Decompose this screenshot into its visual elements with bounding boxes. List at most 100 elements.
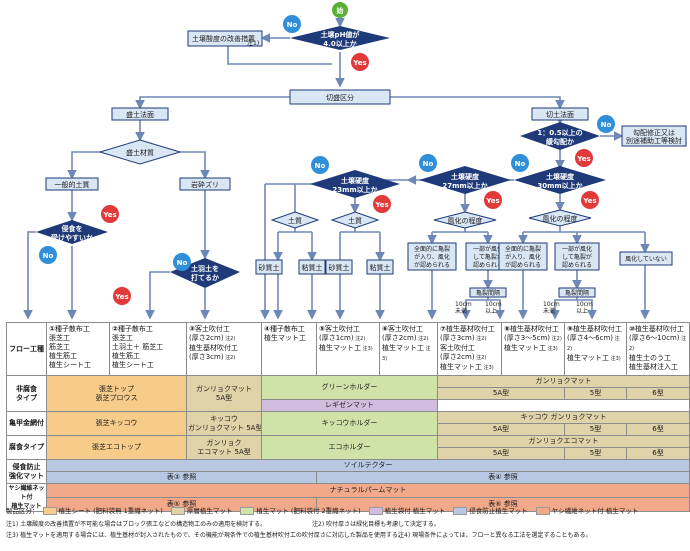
nonrot-regizen: レギゼンマット (261, 399, 438, 412)
bubble-no-cover: No (173, 253, 191, 271)
legend-item: ヤシ繊維ネット付 植生マット (535, 507, 638, 515)
bubble-no-27: No (419, 154, 437, 172)
legend-label: 植生袋付 植生マット (384, 507, 446, 515)
w-none-box (619, 251, 673, 266)
method-note: 注2) (474, 355, 487, 361)
fill-material-label: 盛土材質 (126, 148, 154, 157)
bubble-yes-30: Yes (581, 191, 599, 209)
row-header-rot: 腐食タイプ (6, 435, 47, 460)
bubble-yes-cover: Yes (113, 287, 131, 305)
method-line: 植生基材吹付工 (509, 325, 559, 333)
kikko-row-1: 亀甲金網付 張芝キッコウ キッコウガンリョクマット 5A型 キッコウホルダー キ… (6, 411, 690, 436)
nonrot-ganryoku-mat: ガンリョクマット (437, 375, 690, 388)
method-number: ① (49, 325, 55, 333)
slope-fix-box (621, 125, 687, 147)
erosion-row-1: 侵食防止強化マット ソイルテクター (6, 459, 690, 484)
method-line: 張芝工 (112, 334, 133, 342)
method-5: ⑤客土吹付工(厚さ1cm) 注2)植生マット工 注3) (316, 322, 380, 376)
method-line: (厚さ3cm) (189, 353, 224, 361)
clay-label-a: 粘質土 (302, 263, 323, 272)
svg-text:No: No (423, 160, 434, 168)
method-10: ⑩植生基材吹付工(厚さ6〜10cm) 注2)植生土のう工植生基材注入工 (626, 322, 690, 376)
nonrot-5a: 5A型 (437, 387, 565, 400)
method-number: ⑦ (440, 325, 446, 333)
method-line: 客土吹付工 (194, 325, 230, 333)
nonrot-5: 5型 (564, 387, 627, 400)
method-table: フロー工種 ①種子散布工張芝工筋芝工植生筋工植生シート工 ②種子散布工張芝工土羽… (6, 322, 690, 512)
start-circle (332, 2, 348, 18)
legend-swatch (453, 507, 468, 515)
ph-decision-line1: 土壌pH値が (321, 30, 360, 39)
svg-text:Yes: Yes (352, 59, 366, 67)
row-header-kikko: 亀甲金網付 (6, 411, 47, 436)
soil-quality-decision-a (270, 211, 320, 229)
method-6: ⑥客土吹付工(厚さ2cm) 注2)植生マット工 注3) (379, 322, 438, 376)
method-note: 注3) (546, 346, 558, 352)
note-2: 注2) 吹付厚さは緑化目標も考慮して決定する。 (312, 521, 440, 528)
flow-connectors (23, 17, 650, 320)
note-1: 注1) 土壌酸度の改善措置が不可能な場合はブロック張工などの構造物工のみの適用を… (6, 521, 267, 528)
rock-zuri-box (179, 177, 231, 191)
slope-decision (520, 122, 600, 150)
w-full-box-b (498, 242, 548, 271)
soil-improve-box (187, 30, 263, 47)
nonrot-row-2: 5A型 5型 6型 (7, 387, 690, 400)
cut-fill-box (289, 89, 391, 105)
slope-line2: 緩勾配か (546, 137, 574, 146)
method-number: ⑩ (629, 325, 635, 333)
w-none-label: 風化していない (625, 255, 667, 263)
method-number: ② (112, 325, 118, 333)
w-full-box-a (407, 242, 457, 271)
soil-quality-label-b: 土質 (348, 216, 362, 225)
method-4: ④種子散布工植生マット工 (261, 322, 317, 376)
lt10-b-line1: 10cm (543, 301, 560, 308)
ge10-b-line2: 以上 (576, 307, 588, 315)
method-note: 注3) (482, 365, 494, 371)
method-line: 植生マット工 (567, 354, 609, 362)
legend-item: 植生シート (肥料袋無 1重織ネット) (42, 507, 163, 515)
rot-thick-mat: ガンリョクエコマット 5A型 (186, 435, 262, 460)
rot-sheet: 張芝エコトップ (46, 435, 187, 460)
w-full-b-line1: 全面的に亀裂 (505, 245, 541, 253)
legend-swatch (170, 507, 185, 515)
method-row: フロー工種 ①種子散布工張芝工筋芝工植生筋工植生シート工 ②種子散布工張芝工土羽… (6, 322, 690, 376)
slope-fix-line1: 勾配修正又は (633, 128, 675, 137)
sandy-label-b: 砂質土 (329, 263, 350, 272)
legend-swatch (368, 507, 383, 515)
crack-interval-box-b (558, 287, 596, 298)
fill-slope-label: 盛土法面 (126, 110, 154, 119)
method-line: 客土吹付工 (324, 325, 360, 333)
ge10-a-line2: 以上 (485, 307, 497, 315)
hardness30-line1: 土壌硬度 (546, 172, 575, 181)
hardness23-line1: 土壌硬度 (341, 176, 370, 185)
method-line: 客土吹付工 (440, 344, 475, 352)
method-line: 植生土のう工 (629, 354, 671, 362)
rock-zuri-label: 岩砕ズリ (191, 180, 219, 189)
sandy-label-a: 砂質土 (259, 263, 280, 272)
row-header-palm: ヤシ繊維ネット付植生マット (6, 483, 47, 512)
slope-line1: 1：0.5以上の (537, 128, 582, 137)
erosion-row-2: 表③ 参照 表④ 参照 (7, 471, 690, 484)
method-line: (厚さ6〜10cm) (629, 334, 680, 342)
method-line: 植生基材吹付工 (572, 325, 622, 333)
method-line: 植生基材吹付工 (634, 325, 684, 333)
method-note: 注2) (416, 336, 429, 342)
slope-fix-line2: 別途補助工等検討 (626, 136, 682, 145)
svg-text:Yes: Yes (576, 155, 590, 163)
kikko-sheet: 張芝キッコウ (46, 411, 187, 436)
w-full-a-line1: 全面的に亀裂 (414, 245, 450, 253)
bubble-yes-slope: Yes (575, 149, 593, 167)
palm-natural-mat: ナチュラルパームマット (46, 483, 690, 498)
w-part-a-line2: して亀裂が (473, 253, 503, 261)
lt10-a-line2: 未満 (455, 307, 467, 315)
method-number: ⑥ (382, 325, 388, 333)
general-soil-box (45, 177, 99, 191)
rot-holder: エコホルダー (261, 435, 438, 460)
cover-soil-line1: 土羽土を (191, 264, 219, 273)
kikko-6: 6型 (626, 423, 690, 436)
bubble-no-ph: No (283, 15, 301, 33)
method-note: 注2) (223, 355, 236, 361)
nonrot-green-holder: グリーンホルダー (261, 375, 438, 400)
nonrot-blank (437, 399, 690, 412)
flowchart: 始 土壌pH値が 4.0以上か 土壌酸度の改善措置 注1) No Yes 切盛区… (23, 2, 687, 320)
